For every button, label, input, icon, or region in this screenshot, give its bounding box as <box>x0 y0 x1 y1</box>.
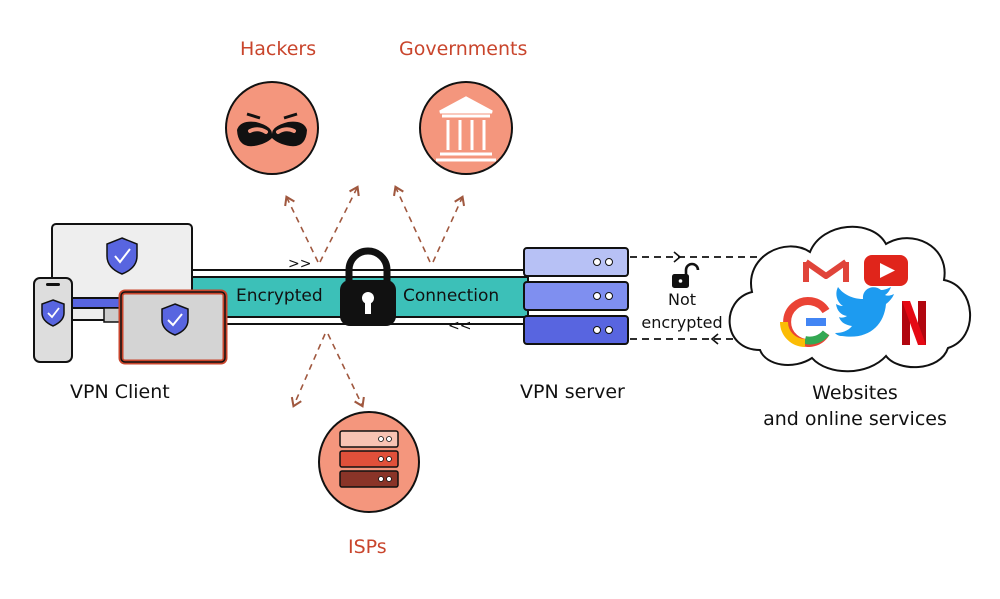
vpn-server-label: VPN server <box>520 381 625 403</box>
online-services-label: and online services <box>763 408 947 430</box>
forward-chevrons: >> <box>288 256 311 272</box>
websites-label: Websites <box>812 382 898 404</box>
phone-icon <box>33 277 73 363</box>
isps-circle <box>318 411 420 513</box>
vpn-server-icon <box>523 247 629 345</box>
isps-label: ISPs <box>348 536 387 558</box>
not-label: Not <box>667 290 697 309</box>
netflix-icon <box>902 301 926 345</box>
gmail-icon <box>803 259 849 282</box>
governments-circle <box>419 81 513 175</box>
google-icon <box>780 297 830 347</box>
tablet-icon <box>118 289 228 365</box>
youtube-icon <box>864 255 908 286</box>
hackers-label: Hackers <box>240 38 317 60</box>
unlocked-icon <box>672 262 700 288</box>
back-chevrons: << <box>448 318 471 334</box>
encrypted-status-label: encrypted <box>641 313 723 332</box>
isp-server-icon <box>339 430 399 488</box>
connection-label: Connection <box>403 286 500 306</box>
governments-label: Governments <box>399 38 528 60</box>
threat-arrows <box>284 185 466 408</box>
twitter-icon <box>835 287 894 337</box>
government-building-icon <box>436 96 496 162</box>
encrypted-label: Encrypted <box>236 286 323 306</box>
vpn-client-devices <box>33 223 228 365</box>
hackers-circle <box>225 81 319 175</box>
lock-icon <box>340 247 396 326</box>
vpn-client-label: VPN Client <box>70 381 170 403</box>
mask-icon <box>237 112 307 147</box>
